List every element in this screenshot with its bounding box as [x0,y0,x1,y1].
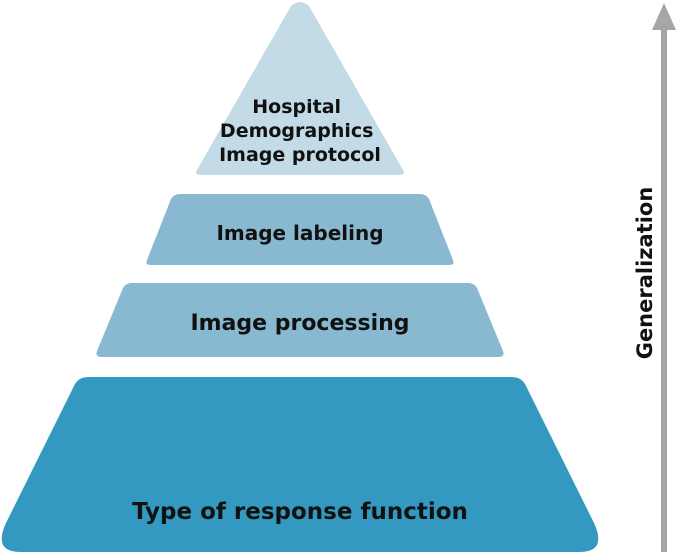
arrow-shaft [661,30,667,552]
pyramid-tier-top-shape [196,2,404,175]
pyramid-tier-top: Hospital Demographics Image protocol [196,2,404,175]
tier-image-processing-label: Image processing [190,311,409,336]
tier-top-line-image-protocol: Image protocol [219,144,381,166]
generalization-arrow [652,3,676,552]
pyramid-tier-image-labeling-shape [146,194,454,265]
pyramid-tier-response-function-shape [1,377,599,552]
tier-top-line-demographics: Demographics [220,120,374,142]
axis-label-generalization: Generalization [633,187,657,360]
tier-top-line-hospital: Hospital [252,96,341,118]
svg-text:Hospital Demographics: Hospital Demographics Image protocol [219,96,381,166]
tier-response-function-label: Type of response function [132,499,468,525]
pyramid-tier-response-function: Type of response function [1,377,599,552]
pyramid-tier-image-labeling: Image labeling [146,194,454,265]
pyramid-tier-image-processing-shape [96,283,504,357]
pyramid-tier-image-processing: Image processing [96,283,504,357]
arrow-head-up-icon [652,3,676,30]
tier-image-labeling-label: Image labeling [216,221,383,245]
